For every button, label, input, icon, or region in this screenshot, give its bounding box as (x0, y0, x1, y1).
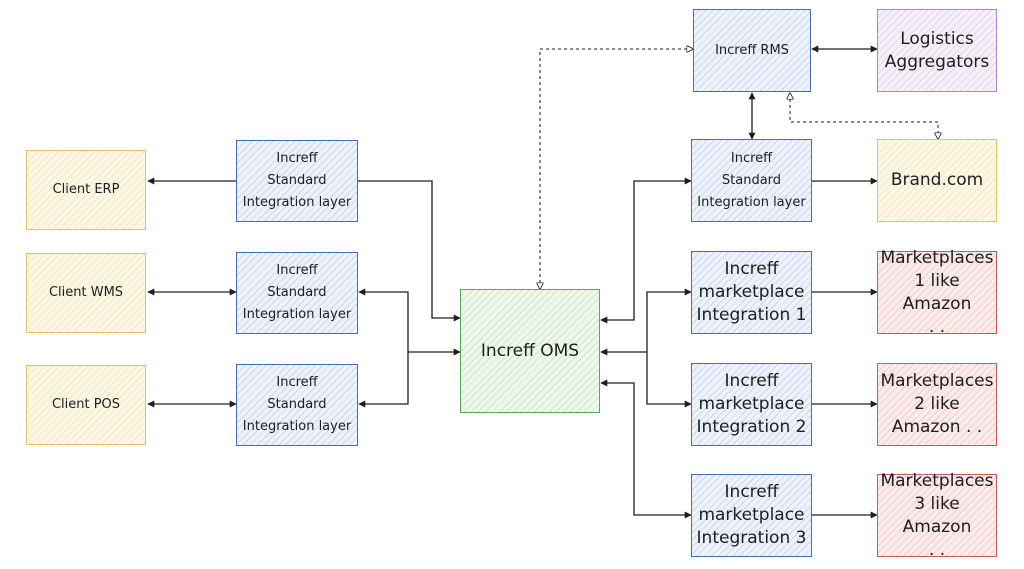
marketplace-1-node: Marketplaces 1 like Amazon . . (877, 248, 997, 337)
arrow-sil-erp-to-oms (358, 180, 461, 322)
standard-integration-layer-wms-node: Increff Standard Integration layer (236, 252, 358, 334)
marketplace-3-node: Marketplaces 3 like Amazon . . (877, 471, 997, 560)
marketplace-2-node: Marketplaces 2 like Amazon . . (877, 363, 997, 446)
arrow-bus-to-mpi-1 (646, 288, 692, 352)
marketplace-integration-1-node: Increff marketplace Integration 1 (691, 251, 812, 334)
increff-rms-node: Increff RMS (693, 9, 811, 92)
arrow-bus-to-mpi-2 (646, 352, 692, 408)
standard-integration-layer-erp-node: Increff Standard Integration layer (236, 140, 358, 222)
dashed-arrow-oms-rms (540, 49, 693, 289)
arrow-oms-to-sil-pos (358, 352, 409, 408)
dashed-arrow-rms-brand (790, 93, 938, 139)
brand-com-node: Brand.com (877, 139, 997, 222)
client-pos-node: Client POS (26, 365, 146, 445)
client-erp-node: Client ERP (26, 150, 146, 230)
marketplace-integration-2-node: Increff marketplace Integration 2 (691, 363, 812, 446)
logistics-aggregators-node: Logistics Aggregators (877, 9, 997, 92)
arrow-oms-mpi-3 (600, 379, 692, 519)
client-wms-node: Client WMS (26, 253, 146, 333)
arrow-oms-sil-brand (600, 177, 692, 324)
marketplace-integration-3-node: Increff marketplace Integration 3 (691, 474, 812, 557)
arrow-oms-to-sil-wms (358, 288, 409, 352)
standard-integration-layer-brand-node: Increff Standard Integration layer (691, 139, 812, 222)
increff-oms-node: Increff OMS (460, 289, 600, 413)
standard-integration-layer-pos-node: Increff Standard Integration layer (236, 364, 358, 446)
